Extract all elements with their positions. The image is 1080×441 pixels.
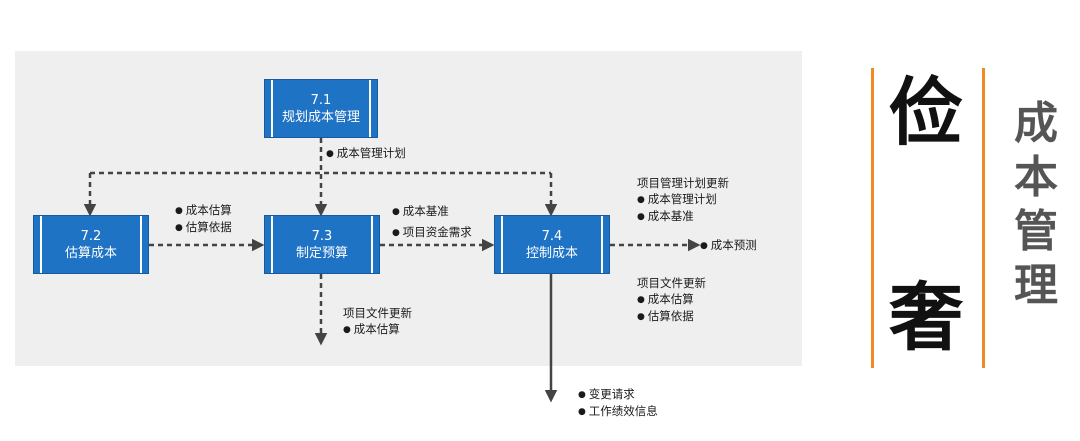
- brand-side-char: 成: [1014, 98, 1058, 149]
- annotation-budget-docs: 项目文件更新 成本估算: [343, 305, 412, 338]
- annotation-budget-item: 成本基准: [392, 201, 472, 222]
- process-7-2-number: 7.2: [80, 228, 102, 244]
- process-7-4-label: 控制成本: [525, 245, 578, 261]
- annotation-estimate-outputs: 成本估算 估算依据: [175, 202, 232, 236]
- brand-char-bottom: 奢: [889, 275, 963, 361]
- brand-side-char: 理: [1014, 260, 1058, 311]
- annotation-control-plan-title: 项目管理计划更新: [637, 176, 729, 190]
- annotation-budget-item: 项目资金需求: [392, 222, 472, 243]
- annotation-estimate-item: 成本估算: [175, 202, 232, 219]
- process-7-1: 7.1 规划成本管理: [264, 79, 378, 138]
- process-7-3-number: 7.3: [311, 228, 333, 244]
- annotation-control-plan: 项目管理计划更新 成本管理计划 成本基准: [637, 175, 729, 225]
- annotation-estimate-item: 估算依据: [175, 219, 232, 236]
- annotation-plan-item: 成本管理计划: [326, 145, 406, 162]
- annotation-control-docs-title: 项目文件更新: [637, 276, 706, 290]
- annotation-control-plan-item: 成本基准: [637, 208, 729, 225]
- brand-side-title: 成 本 管 理: [1008, 97, 1064, 313]
- annotation-control-change: 变更请求 工作绩效信息: [578, 386, 658, 420]
- process-7-3: 7.3 制定预算: [264, 215, 380, 274]
- process-7-4-number: 7.4: [541, 228, 563, 244]
- process-7-1-label: 规划成本管理: [281, 109, 360, 125]
- annotation-budget-docs-item: 成本估算: [343, 321, 412, 338]
- annotation-control-docs-item: 成本估算: [637, 291, 706, 308]
- annotation-forecast-item: 成本预测: [700, 237, 757, 254]
- process-7-4: 7.4 控制成本: [494, 215, 610, 274]
- accent-line-left: [871, 68, 874, 368]
- annotation-budget-outputs: 成本基准 项目资金需求: [392, 201, 472, 243]
- annotation-control-plan-item: 成本管理计划: [637, 191, 729, 208]
- process-7-3-label: 制定预算: [295, 245, 348, 261]
- brand-side-char: 本: [1014, 152, 1058, 203]
- brand-char-top: 俭: [889, 70, 963, 156]
- annotation-control-forecast: 成本预测: [700, 237, 757, 254]
- annotation-control-docs-item: 估算依据: [637, 308, 706, 325]
- accent-line-right: [982, 68, 985, 368]
- brand-side-char: 管: [1014, 206, 1058, 257]
- annotation-change-item: 工作绩效信息: [578, 403, 658, 420]
- annotation-control-docs: 项目文件更新 成本估算 估算依据: [637, 275, 706, 325]
- annotation-budget-docs-title: 项目文件更新: [343, 306, 412, 320]
- annotation-change-item: 变更请求: [578, 386, 658, 403]
- process-7-1-number: 7.1: [310, 92, 332, 108]
- process-7-2-label: 估算成本: [64, 245, 117, 261]
- process-7-2: 7.2 估算成本: [33, 215, 149, 274]
- annotation-plan: 成本管理计划: [326, 145, 406, 162]
